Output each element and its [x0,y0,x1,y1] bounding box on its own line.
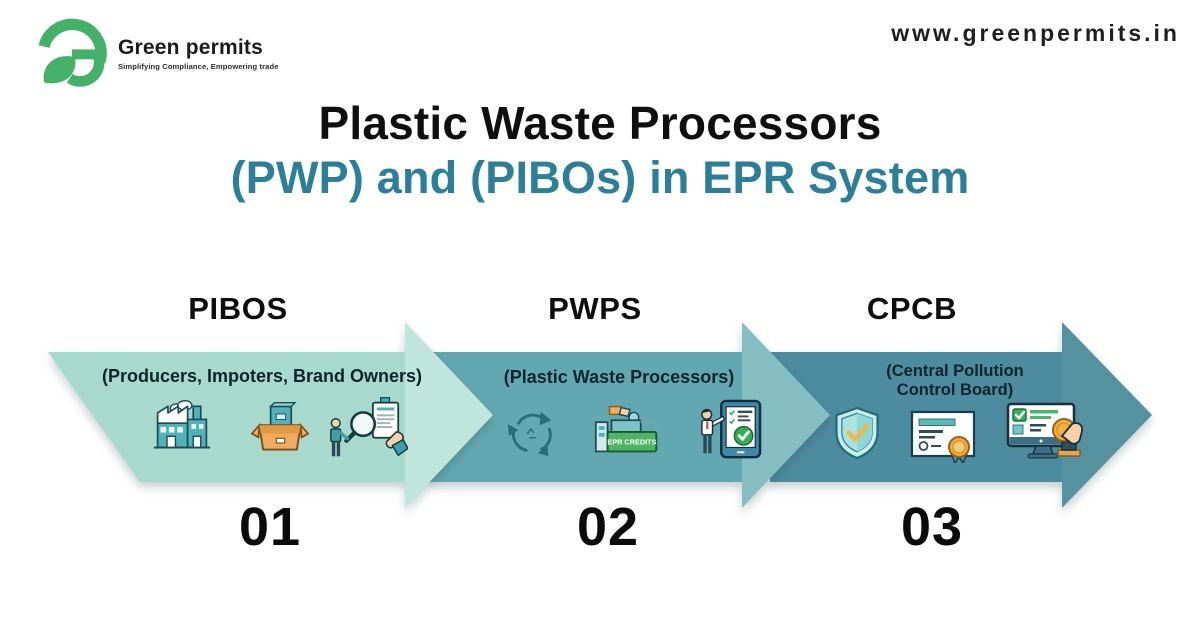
inspection-icon [326,396,408,460]
page-title-line2: (PWP) and (PIBOs) in EPR System [230,152,970,203]
pwps-step-number: 02 [576,497,640,557]
certificate-icon [910,409,978,463]
website-url: www.greenpermits.in [891,20,1180,46]
epr-credits-machine-icon: EPR CREDITS [590,400,668,460]
green-permits-logo-icon [38,18,107,87]
tablet-approval-icon [698,398,762,462]
cpcb-step-number: 03 [900,497,964,557]
pwps-subtitle: (Plastic Waste Processors) [503,367,735,387]
pibos-label: PIBOS [188,291,288,326]
brand-logo: Green permits Simplifying Compliance, Em… [34,14,279,94]
pibos-subtitle: (Producers, Impoters, Brand Owners) [101,366,423,386]
shield-check-icon [832,404,882,462]
pibos-step-number: 01 [238,497,302,557]
page-title-line1: Plastic Waste Processors [318,97,882,149]
brand-tagline: Simplifying Compliance, Empowering trade [118,62,279,72]
svg-text:EPR CREDITS: EPR CREDITS [607,438,656,447]
online-stamp-approval-icon [1006,402,1086,462]
pibos-arrow-head [405,322,493,508]
open-box-icon [250,402,310,454]
brand-name: Green permits [118,35,263,59]
cpcb-subtitle: (Central Pollution Control Board) [886,362,1024,400]
recycle-icon [503,404,561,458]
cpcb-label: CPCB [866,291,958,326]
factory-icon [152,398,212,454]
pwps-label: PWPS [548,291,642,326]
